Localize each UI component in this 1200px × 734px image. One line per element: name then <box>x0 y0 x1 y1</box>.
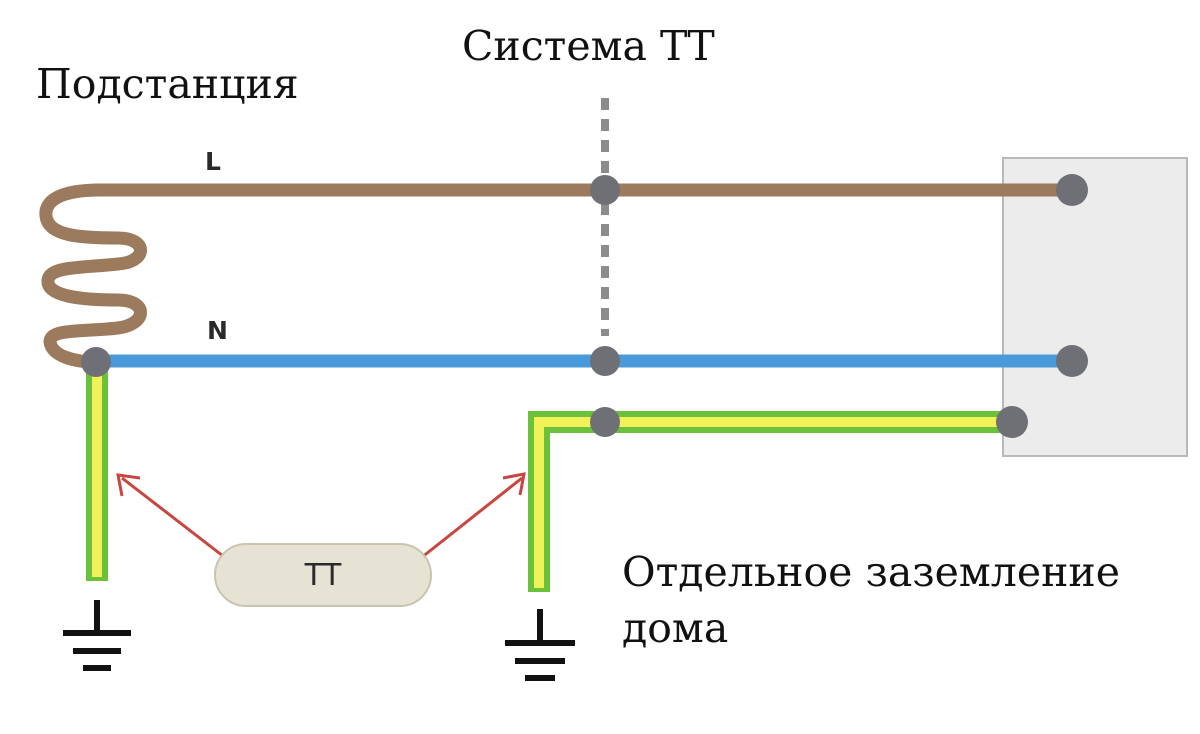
tt-badge: ТТ <box>214 543 432 607</box>
separate-grounding-line2: дома <box>622 604 729 652</box>
line-terminal-consumer <box>1056 174 1088 206</box>
neutral-terminal-consumer <box>1056 345 1088 377</box>
ground-symbol-icon <box>63 600 131 671</box>
separate-grounding-label: Отдельное заземление дома <box>622 544 1182 656</box>
coil-icon <box>39 183 147 369</box>
neutral-terminal-substation <box>81 347 111 377</box>
earth-terminal-consumer <box>996 406 1028 438</box>
separate-grounding-line1: Отдельное заземление <box>622 548 1121 596</box>
terminals <box>81 174 1088 438</box>
line-junction <box>590 175 620 205</box>
consumer-panel <box>1002 157 1188 457</box>
substation-earth-conductor <box>86 361 108 581</box>
house-earth-conductor <box>528 411 1012 592</box>
wire-label-neutral: N <box>207 316 228 345</box>
earth-junction <box>590 407 620 437</box>
wire-label-line: L <box>205 147 221 176</box>
diagram-title: Система ТТ <box>462 22 715 70</box>
substation-label: Подстанция <box>36 60 299 108</box>
neutral-junction <box>590 346 620 376</box>
ground-symbol-icon <box>505 609 575 681</box>
